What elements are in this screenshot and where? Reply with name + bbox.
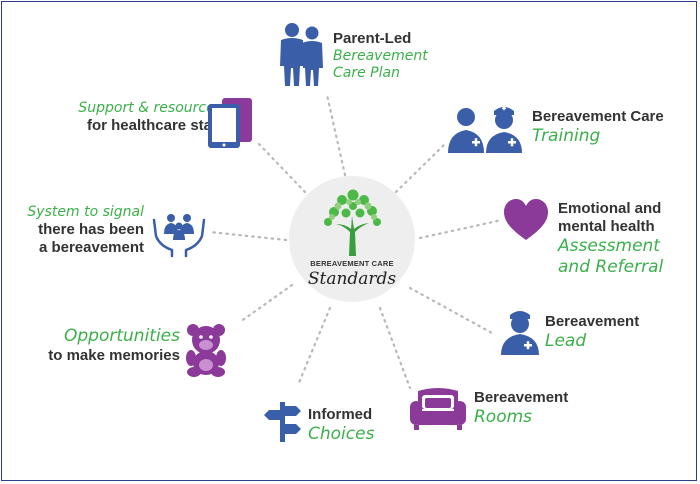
connector-emotional <box>418 218 504 240</box>
training-title: Bereavement Care <box>532 108 664 125</box>
support-group: Support & resources for healthcare staff <box>78 100 222 135</box>
tablet-icon <box>208 98 252 148</box>
connector-support <box>256 141 307 194</box>
parent-led-subtitle-2: Care Plan <box>333 65 400 81</box>
hub-title: Standards <box>307 269 397 289</box>
memories-group: Opportunities to make memories <box>48 326 180 365</box>
rooms-group: Bereavement Rooms <box>474 389 568 428</box>
signal-title: System to signal <box>27 204 144 220</box>
support-title: Support & resources <box>78 100 222 116</box>
choices-group: Informed Choices <box>308 406 374 445</box>
connector-lead <box>408 286 494 335</box>
lead-subtitle: Lead <box>545 331 587 351</box>
support-subtitle: for healthcare staff <box>86 117 222 134</box>
connector-training <box>394 141 448 194</box>
training-subtitle: Training <box>532 126 601 146</box>
nurse-icon <box>501 311 539 355</box>
parent-led-group: Parent-Led Bereavement Care Plan <box>333 30 428 82</box>
teddy-bear-icon <box>186 324 226 377</box>
choices-title: Informed <box>308 406 373 423</box>
rooms-title: Bereavement <box>474 389 569 406</box>
nurses-icon <box>448 106 522 153</box>
memories-title: Opportunities <box>64 326 180 346</box>
emotional-title-2: mental health <box>558 218 655 235</box>
choices-subtitle: Choices <box>308 424 375 444</box>
training-group: Bereavement Care Training <box>532 108 664 147</box>
signal-group: System to signal there has been a bereav… <box>27 204 144 257</box>
connector-parent-led <box>325 93 347 177</box>
hands-family-icon <box>152 214 206 258</box>
emotional-title-1: Emotional and <box>558 200 662 217</box>
signal-subtitle-2: a bereavement <box>38 239 144 256</box>
memories-subtitle: to make memories <box>48 347 180 364</box>
connector-signal <box>208 230 288 242</box>
center-hub: BEREAVEMENT CARE Standards <box>289 176 415 302</box>
signpost-icon <box>264 402 301 442</box>
parent-led-title: Parent-Led <box>333 30 412 47</box>
connector-choices <box>296 306 332 387</box>
rooms-subtitle: Rooms <box>474 407 533 427</box>
signal-subtitle-1: there has been <box>38 221 144 238</box>
lead-group: Bereavement Lead <box>545 313 639 352</box>
lead-title: Bereavement <box>545 313 640 330</box>
hub-subtitle: BEREAVEMENT CARE <box>310 259 394 268</box>
parents-icon <box>280 23 323 86</box>
emotional-group: Emotional and mental health Assessment a… <box>558 200 663 278</box>
tree-icon <box>324 189 381 256</box>
sofa-icon <box>410 388 466 430</box>
connector-rooms <box>378 306 412 390</box>
heart-icon <box>504 199 548 240</box>
parent-led-subtitle-1: Bereavement <box>333 48 428 64</box>
emotional-subtitle-1: Assessment <box>558 236 660 256</box>
connector-memories <box>238 283 294 324</box>
emotional-subtitle-2: and Referral <box>558 257 664 277</box>
